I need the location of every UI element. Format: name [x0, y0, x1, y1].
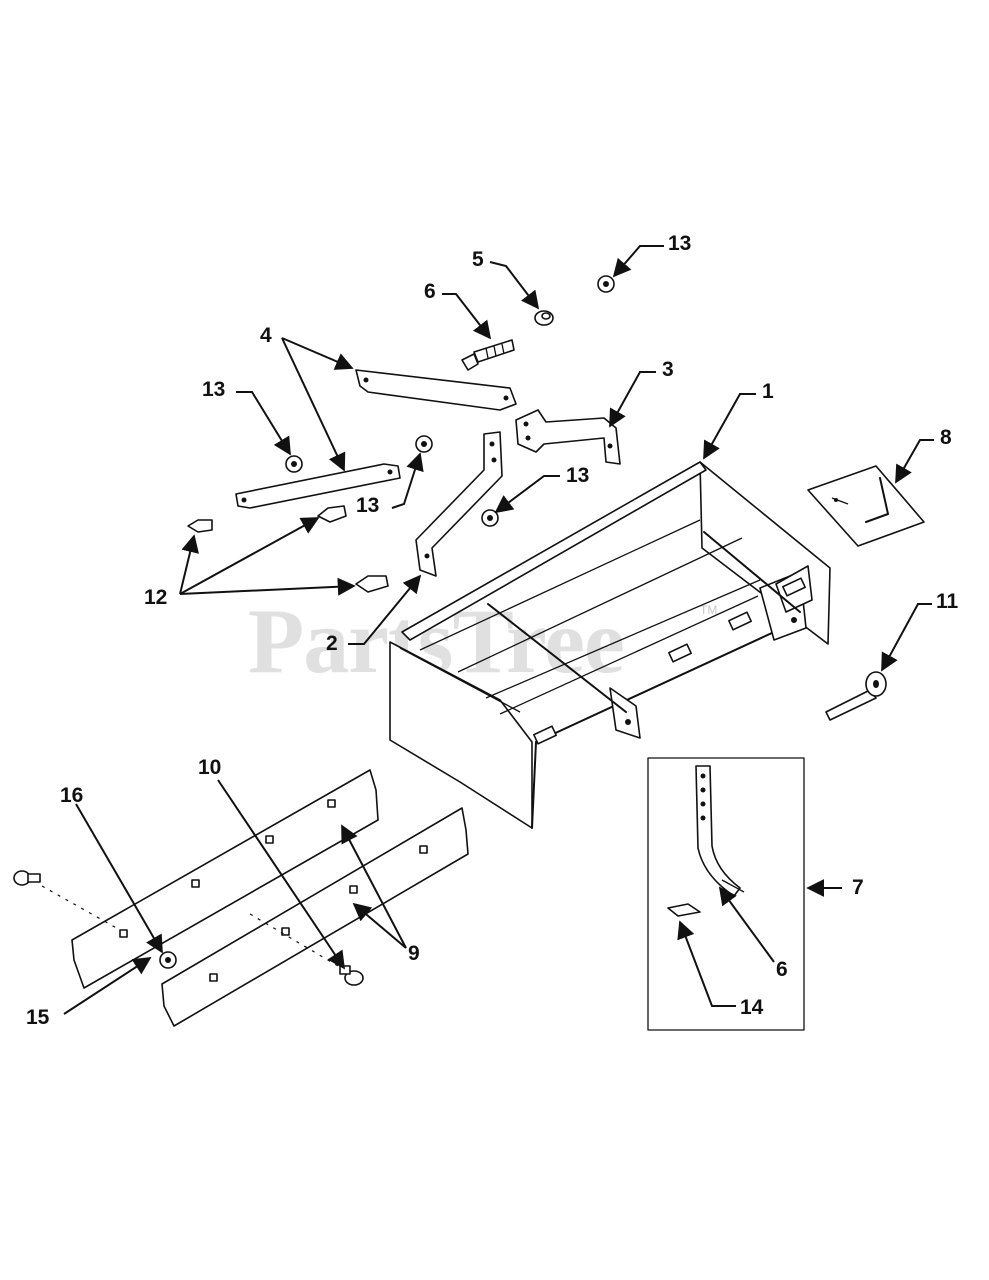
- callout-14[interactable]: 14: [740, 996, 764, 1019]
- part-10-carriage-bolt: [249, 913, 364, 986]
- part-7-scarifier-inset: [647, 757, 805, 1031]
- part-12-bolt-a: [187, 519, 213, 533]
- part-8-pin-kit: [807, 465, 925, 547]
- part-4-strap-upper: [355, 369, 517, 411]
- callout-5[interactable]: 5: [472, 248, 484, 271]
- part-15-carriage-bolt: [13, 870, 121, 931]
- part-5-spacer: [534, 310, 554, 326]
- leader-lines: [63, 245, 934, 1015]
- part-1-box-blade-frame: [389, 461, 831, 829]
- part-2-bracket: [415, 431, 503, 577]
- callout-12[interactable]: 12: [144, 586, 167, 609]
- callout-1[interactable]: 1: [762, 380, 774, 403]
- part-3-bracket: [515, 409, 621, 465]
- callout-10[interactable]: 10: [198, 756, 221, 779]
- callout-13-top-right[interactable]: 13: [668, 232, 691, 255]
- callout-11[interactable]: 11: [936, 590, 959, 613]
- callout-16[interactable]: 16: [60, 784, 83, 807]
- part-13-nut-top-right: [597, 275, 615, 293]
- watermark-trademark: TM: [700, 603, 717, 617]
- callout-2[interactable]: 2: [326, 632, 338, 655]
- part-12-bolt-b: [317, 505, 347, 523]
- callout-8[interactable]: 8: [940, 426, 952, 449]
- callout-labels: 13 5 6 4 3 1 13 13 13 8 12 2 11 10 16 9 …: [26, 232, 959, 1029]
- callout-7[interactable]: 7: [852, 876, 864, 899]
- part-13-nut-mid: [415, 435, 433, 453]
- callout-3[interactable]: 3: [662, 358, 674, 381]
- callout-4[interactable]: 4: [260, 324, 272, 347]
- callout-6-top[interactable]: 6: [424, 280, 436, 303]
- callout-15[interactable]: 15: [26, 1006, 50, 1029]
- callout-9[interactable]: 9: [408, 942, 420, 965]
- callout-13-mid[interactable]: 13: [356, 494, 379, 517]
- part-12-bolt-c: [355, 575, 389, 593]
- part-6-bolt: [461, 339, 515, 371]
- callout-6-inset[interactable]: 6: [776, 958, 788, 981]
- part-9-blade-lower: [161, 807, 469, 1027]
- part-4-strap-lower: [235, 463, 401, 509]
- part-13-nut-left: [285, 455, 303, 473]
- callout-13-left[interactable]: 13: [202, 378, 225, 401]
- part-13-nut-bracket: [481, 509, 499, 527]
- part-11-hitch-pin: [825, 671, 887, 721]
- callout-13-bracket[interactable]: 13: [566, 464, 589, 487]
- part-16-nut: [159, 951, 177, 969]
